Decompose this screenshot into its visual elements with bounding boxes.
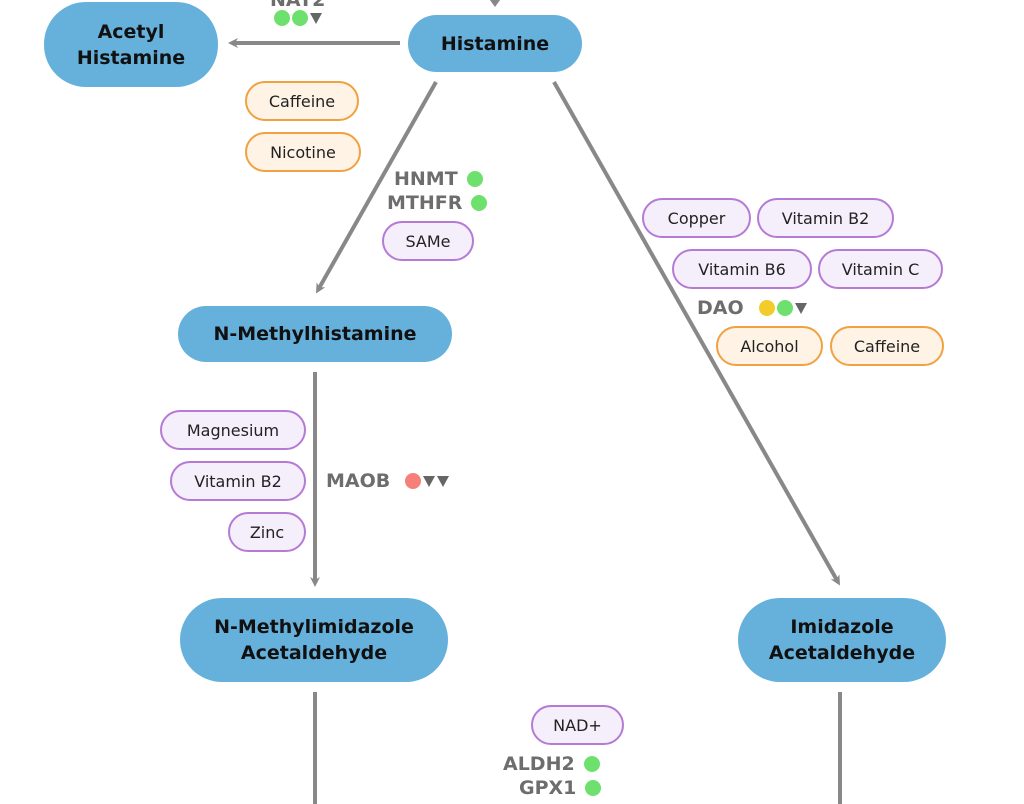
gene-status [273, 10, 322, 26]
cofactor-magnesium[interactable]: Magnesium [160, 410, 306, 450]
gene-label: MTHFR [387, 192, 463, 214]
status-dot-green-icon [291, 10, 308, 26]
status-dot-green-icon [776, 300, 793, 316]
status-dot-green-icon [585, 780, 602, 796]
node-histamine[interactable]: Histamine [408, 15, 582, 72]
down-triangle-icon [437, 475, 450, 487]
node-label: Histamine [440, 32, 550, 55]
gene-label: DAO [697, 297, 744, 319]
cofactor-vitamin-b6[interactable]: Vitamin B6 [672, 249, 812, 289]
cofactor-vitamin-b2-maob[interactable]: Vitamin B2 [170, 461, 306, 501]
gene-aldh2[interactable]: ALDH2 [503, 752, 600, 776]
cofactor-nad[interactable]: NAD+ [531, 705, 624, 745]
node-label: Acetyl [97, 20, 165, 43]
edge-histamine-to-imidazole [552, 81, 840, 586]
edge-histamine-to-n-methylhistamine [316, 81, 438, 294]
gene-label: GPX1 [519, 777, 577, 799]
status-dot-green-icon [583, 756, 600, 772]
node-label: N-Methylimidazole [214, 616, 414, 638]
gene-status [405, 473, 450, 489]
cofactor-copper[interactable]: Copper [642, 198, 751, 238]
cofactor-vitamin-b2[interactable]: Vitamin B2 [757, 198, 894, 238]
gene-label: ALDH2 [503, 753, 575, 775]
edge-incoming-histamine [489, 0, 501, 7]
cofactor-same[interactable]: SAMe [382, 221, 474, 261]
inhibitor-caffeine[interactable]: Caffeine [245, 81, 359, 121]
node-label: Imidazole [790, 616, 894, 638]
status-dot-yellow-icon [758, 300, 775, 316]
gene-nat2[interactable]: NAT2 [270, 0, 325, 26]
gene-dao[interactable]: DAO [697, 296, 807, 320]
down-triangle-icon [423, 475, 436, 487]
gene-label: MAOB [326, 470, 391, 492]
down-triangle-icon [794, 302, 807, 314]
down-triangle-icon [309, 12, 322, 24]
node-label: Acetaldehyde [768, 642, 916, 664]
status-dot-red-icon [405, 473, 422, 489]
status-dot-green-icon [273, 10, 290, 26]
node-label: Histamine [76, 46, 186, 69]
gene-label: NAT2 [270, 0, 326, 11]
gene-mthfr[interactable]: MTHFR [387, 191, 488, 215]
gene-maob[interactable]: MAOB [326, 469, 450, 493]
cofactor-vitamin-c[interactable]: Vitamin C [818, 249, 943, 289]
gene-hnmt[interactable]: HNMT [394, 167, 483, 191]
inhibitor-caffeine-dao[interactable]: Caffeine [830, 326, 944, 366]
gene-gpx1[interactable]: GPX1 [519, 776, 602, 800]
inhibitor-alcohol[interactable]: Alcohol [716, 326, 823, 366]
status-dot-green-icon [466, 171, 483, 187]
cofactor-zinc[interactable]: Zinc [228, 512, 306, 552]
node-label: Acetaldehyde [240, 642, 388, 664]
gene-status [758, 300, 807, 316]
node-label: N-Methylhistamine [213, 323, 417, 345]
inhibitor-nicotine[interactable]: Nicotine [245, 132, 361, 172]
status-dot-green-icon [471, 195, 488, 211]
gene-label: HNMT [394, 168, 458, 190]
node-n-methylhistamine[interactable]: N-Methylhistamine [178, 306, 452, 362]
